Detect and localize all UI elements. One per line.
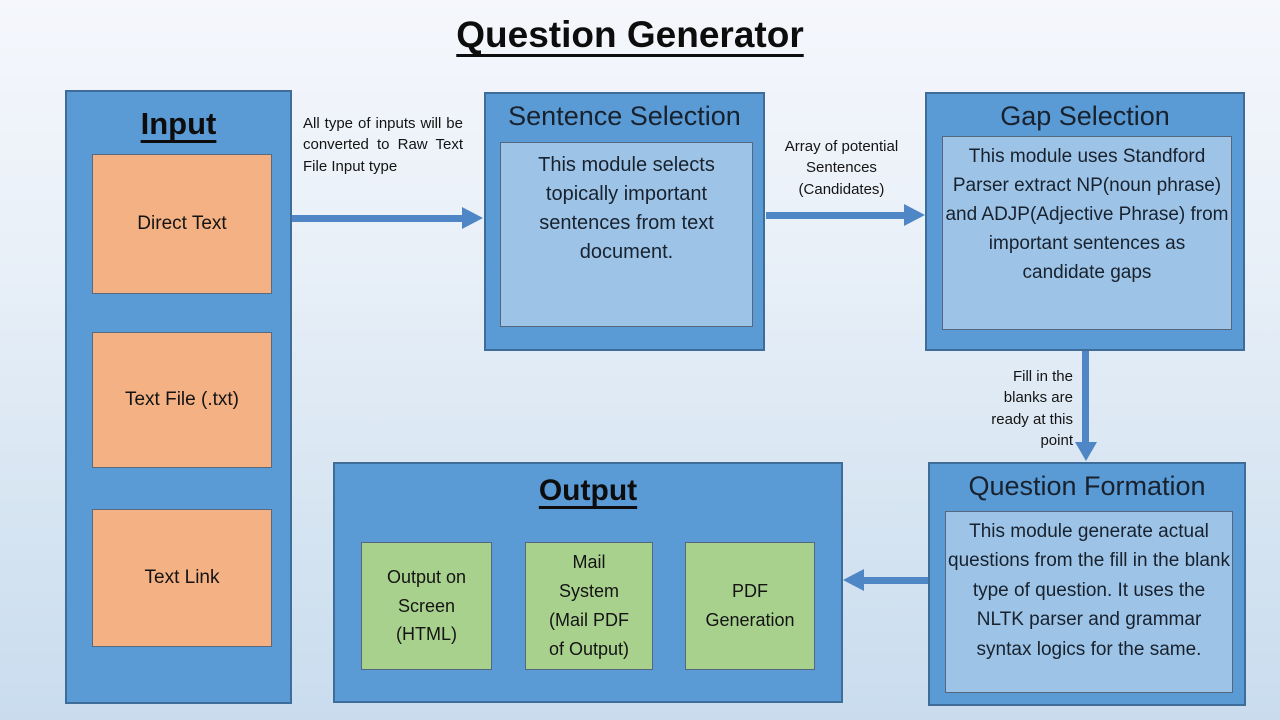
gap-selection-container: Gap Selection This module uses Standford… [925,92,1245,351]
label-input-to-sentence: All type of inputs will be converted to … [303,115,463,175]
sentence-selection-description: This module selects topically important … [500,142,753,327]
sentence-selection-container: Sentence Selection This module selects t… [484,92,765,351]
arrow-gap-to-question [1082,351,1089,445]
gap-selection-header: Gap Selection [1000,101,1170,131]
page-title: Question Generator [456,14,804,55]
arrowhead-right-icon [904,204,925,226]
label-gap-to-question: Fill in the blanks are ready at this poi… [991,368,1073,449]
arrowhead-left-icon [843,569,864,591]
arrow-sentence-to-gap [766,212,906,219]
input-container: Input Direct Text Text File (.txt) Text … [65,90,292,704]
gap-selection-description: This module uses Standford Parser extrac… [942,136,1232,330]
output-header: Output [538,474,638,507]
arrowhead-down-icon [1075,442,1097,461]
input-item-direct-text: Direct Text [92,154,272,294]
output-item-label: Output on Screen (HTML) [386,566,467,645]
input-item-label: Text File (.txt) [124,389,239,410]
arrow-input-to-sentence [292,215,464,222]
input-header: Input [140,106,217,141]
output-item-label: Mail System (Mail PDF of Output) [548,552,630,659]
sentence-selection-header: Sentence Selection [508,101,741,131]
input-item-label: Text Link [144,567,220,588]
input-item-text-file: Text File (.txt) [92,332,272,468]
output-item-pdf-generation: PDF Generation [685,542,815,670]
question-formation-description: This module generate actual questions fr… [945,511,1233,693]
input-item-text-link: Text Link [92,509,272,647]
output-item-label: PDF Generation [705,581,795,630]
output-item-mail-system: Mail System (Mail PDF of Output) [525,542,653,670]
label-sentence-to-gap: Array of potential Sentences (Candidates… [784,138,899,198]
input-item-label: Direct Text [137,213,227,234]
output-container: Output Output on Screen (HTML) Mail Syst… [333,462,843,703]
output-item-screen-html: Output on Screen (HTML) [361,542,492,670]
arrowhead-right-icon [462,207,483,229]
arrow-question-to-output [860,577,928,584]
question-formation-header: Question Formation [968,471,1206,501]
question-formation-container: Question Formation This module generate … [928,462,1246,706]
